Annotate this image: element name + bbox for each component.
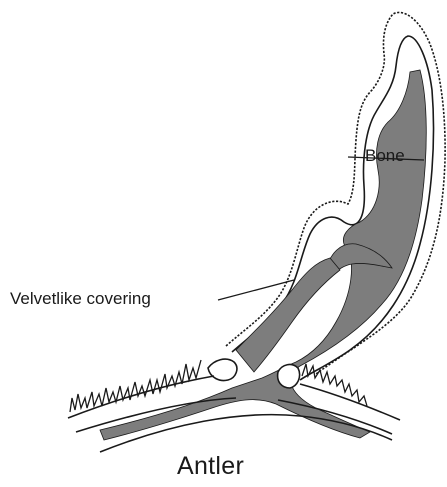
bone-label: Bone xyxy=(365,146,405,166)
diagram-title: Antler xyxy=(177,452,244,481)
hair-right xyxy=(302,364,367,406)
velvet-covering-label: Velvetlike covering xyxy=(10,289,151,309)
pedicle-right xyxy=(278,365,300,388)
bone-shaft xyxy=(236,258,340,372)
pedicle-left xyxy=(208,359,237,380)
